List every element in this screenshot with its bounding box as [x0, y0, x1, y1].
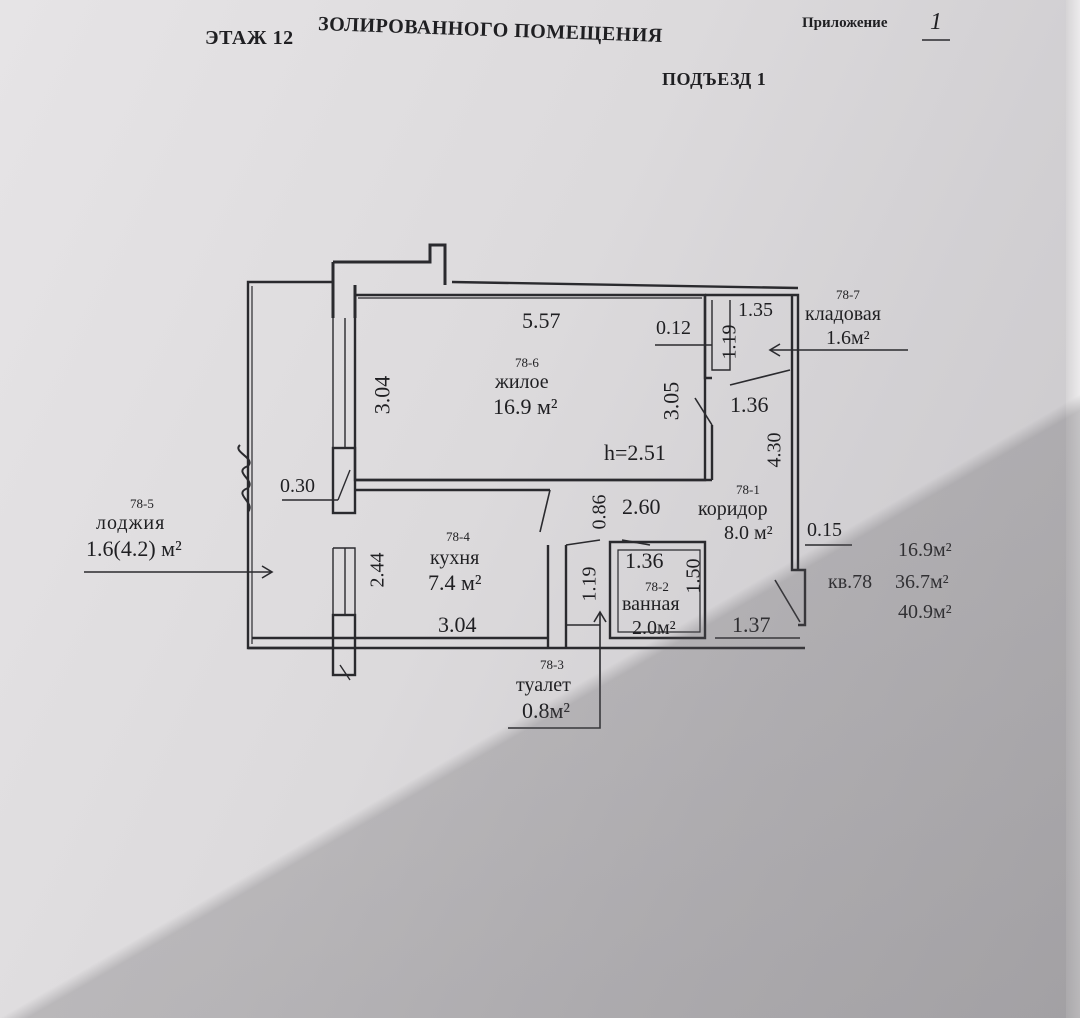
corridor-area: 8.0 м² — [724, 522, 773, 544]
storage-code: 78-7 — [836, 287, 860, 302]
dim-kitchen-depth: 2.44 — [366, 552, 389, 588]
dim-wall-012: 0.12 — [656, 317, 691, 339]
floor-label: ЭТАЖ 12 — [205, 27, 294, 49]
toilet-name: туалет — [516, 674, 571, 696]
outer-top-wall — [451, 280, 799, 290]
bathroom-area: 2.0м² — [632, 617, 676, 639]
dim-living-depth: 3.04 — [369, 375, 395, 415]
living-code: 78-6 — [515, 355, 539, 370]
appendix-number: 1 — [930, 9, 942, 35]
dim-wall-015: 0.15 — [807, 519, 842, 541]
living-area: 16.9 м² — [493, 394, 558, 419]
dim-corridor-bottom: 1.37 — [732, 612, 771, 637]
storage-area: 1.6м² — [826, 327, 870, 349]
kitchen-door — [539, 489, 551, 533]
ventilation-shaft — [331, 243, 447, 318]
dim-toilet-depth: 1.19 — [578, 566, 601, 602]
dim-kitchen-width: 3.04 — [438, 612, 477, 637]
loggia-code: 78-5 — [130, 496, 154, 511]
loggia-outline — [246, 280, 333, 650]
living-door — [694, 397, 713, 426]
dim-corridor-top: 1.36 — [730, 392, 769, 417]
bathroom-code: 78-2 — [645, 579, 669, 594]
entrance-label: ПОДЪЕЗД 1 — [662, 69, 767, 89]
corridor-right-wall — [790, 295, 807, 627]
dim-storage-width: 1.35 — [738, 299, 773, 321]
living-height: h=2.51 — [604, 440, 666, 465]
dim-bath-width: 1.36 — [625, 548, 664, 573]
loggia-radiator — [237, 444, 251, 513]
storage-walls — [703, 293, 800, 570]
paper-edge — [1066, 0, 1080, 1018]
loggia-name: лоджия — [96, 512, 166, 534]
summary-total-area: 36.7м² — [895, 571, 949, 593]
corridor-name: коридор — [698, 498, 768, 520]
corridor-code: 78-1 — [736, 482, 760, 497]
storage-name: кладовая — [805, 303, 882, 325]
dim-bath-depth: 1.50 — [682, 558, 705, 594]
toilet-leader — [508, 612, 601, 729]
bathroom-name: ванная — [622, 593, 680, 615]
living-kitchen-wall — [355, 478, 712, 492]
summary-living-area: 16.9м² — [898, 539, 952, 561]
dim-storage-depth: 1.19 — [718, 324, 741, 360]
dim-door-086: 0.86 — [588, 494, 611, 530]
kitchen-area: 7.4 м² — [428, 570, 482, 595]
living-name: жилое — [495, 371, 549, 393]
summary-apartment: кв.78 — [828, 571, 873, 593]
dim-wall-030: 0.30 — [280, 475, 315, 497]
bath-walls — [608, 540, 707, 640]
appendix-label: Приложение — [802, 15, 888, 31]
dim-living-width: 5.57 — [522, 308, 561, 333]
dim-living-side: 3.05 — [658, 381, 684, 421]
summary-total-with-loggia: 40.9м² — [898, 601, 952, 623]
dim-corridor-width: 2.60 — [622, 494, 661, 519]
toilet-area: 0.8м² — [522, 698, 571, 723]
kitchen-code: 78-4 — [446, 529, 470, 544]
dim-corridor-length: 4.30 — [763, 432, 786, 468]
kitchen-name: кухня — [430, 547, 480, 569]
loggia-area: 1.6(4.2) м² — [86, 536, 182, 561]
outer-bottom-wall — [248, 636, 805, 650]
toilet-code: 78-3 — [540, 657, 564, 672]
